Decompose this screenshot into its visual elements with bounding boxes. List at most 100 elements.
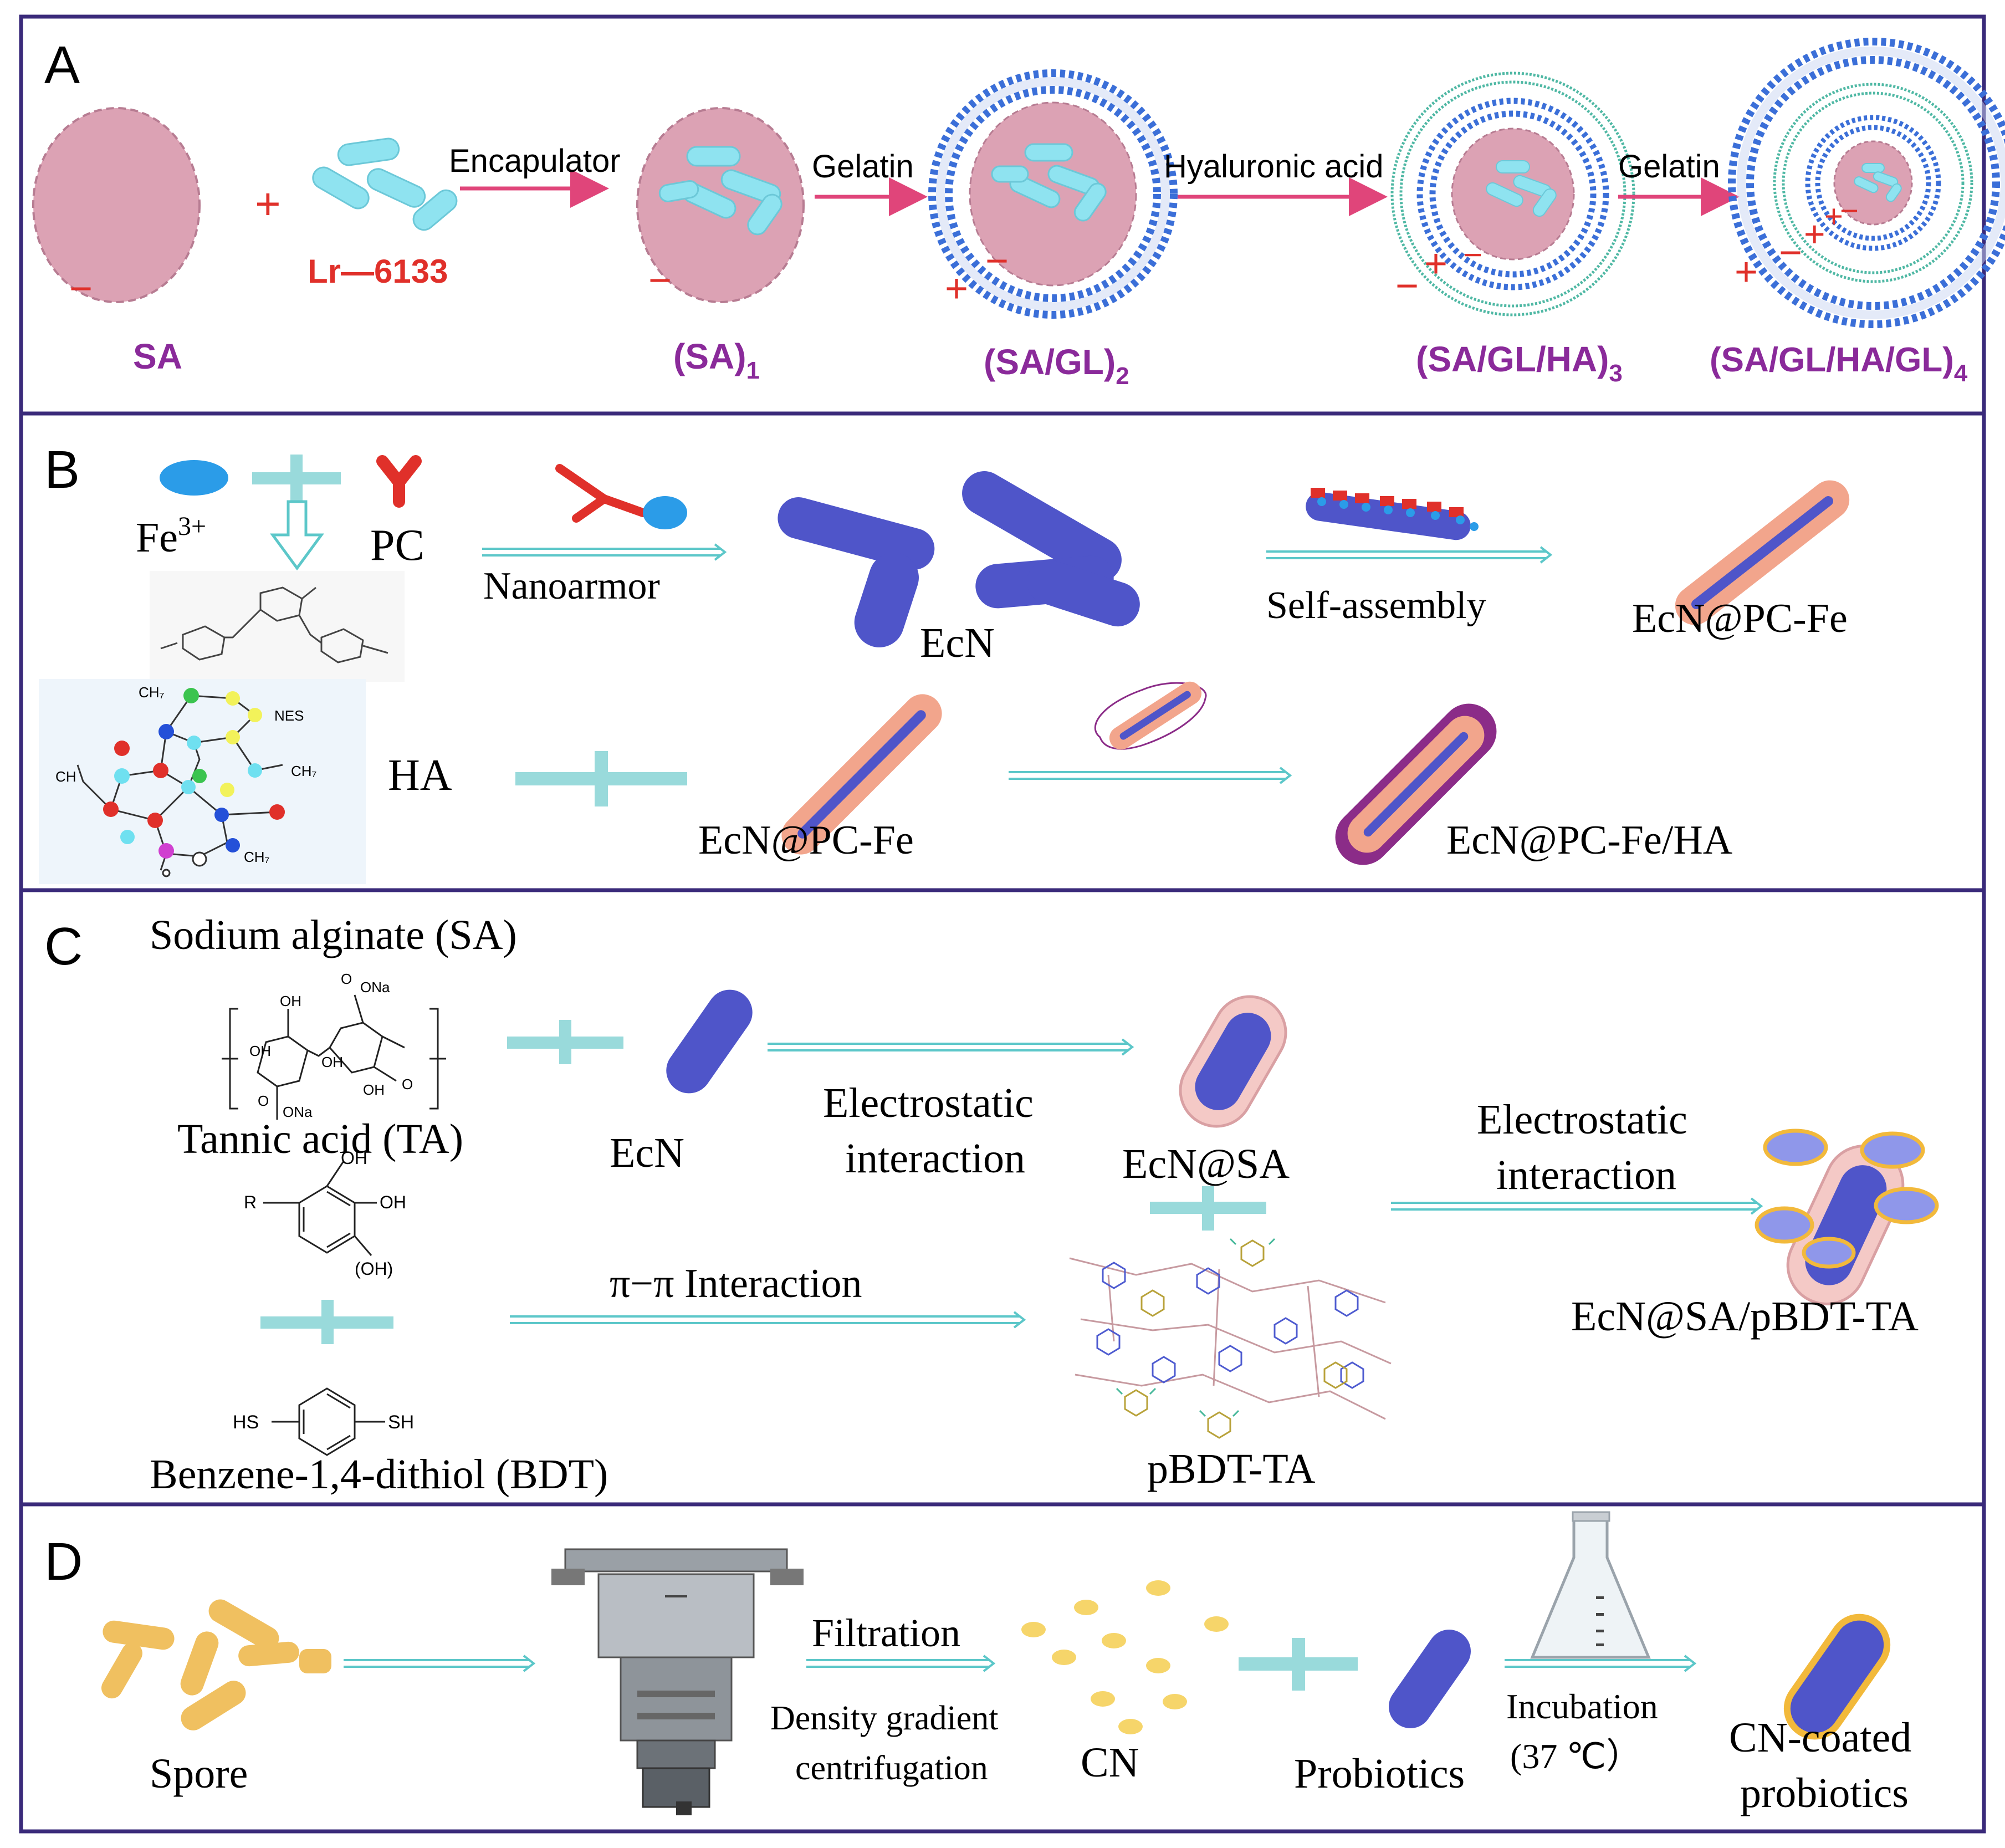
sagl2-label: (SA/GL)2: [984, 342, 1129, 390]
plus-sign-d: [1239, 1638, 1358, 1691]
saglhagl4-charge-plus-outer: +: [1735, 250, 1758, 294]
sagl2-charge-minus: −: [985, 239, 1009, 283]
pbdt-ta-network: [1069, 1238, 1392, 1439]
nanoarmor-fe-dot: [643, 496, 687, 529]
ha-coating-icon: [1094, 681, 1207, 750]
gelatin-label-2: Gelatin: [1618, 149, 1720, 185]
pi-pi-arrow: [510, 1311, 1026, 1329]
panel-d: D Spore: [44, 1511, 1911, 1816]
plus-sign-c2: [1150, 1186, 1266, 1231]
fe-pc-down-arrow: [270, 500, 324, 571]
cn-coated-line1: CN-coated: [1729, 1714, 1911, 1761]
cn-coated-probiotic: [1783, 1614, 1891, 1740]
bdt-chem-hs: HS: [233, 1412, 259, 1433]
sa-label: SA: [133, 336, 182, 376]
fe-pc-complex-structure: [150, 571, 405, 682]
pi-pi-label: π−π Interaction: [610, 1261, 862, 1306]
probiotics-label: Probiotics: [1294, 1750, 1465, 1797]
fe-label: Fe3+: [136, 512, 206, 561]
incubation-line1: Incubation: [1506, 1687, 1658, 1726]
ha-mol-ch: CH: [55, 768, 76, 785]
sa-chem-ona-1: ONa: [360, 979, 390, 996]
ta-chem-oh-2: OH: [380, 1192, 406, 1212]
incubation-line2: (37 ℃）: [1510, 1737, 1641, 1776]
sa-charge-minus: −: [69, 267, 93, 311]
sa-chem-o-2: O: [402, 1076, 413, 1093]
fe3-ion: [160, 460, 228, 496]
panel-b-letter: B: [44, 440, 80, 499]
sa-chem-o-3: O: [258, 1093, 269, 1109]
electrostatic-1-line2: interaction: [845, 1135, 1025, 1182]
plus-sign-b2: [515, 751, 687, 806]
ha-mol-ch3-top: CH₇: [139, 684, 165, 701]
spores: [101, 1599, 331, 1730]
ecn-pc-fe-label-bottom: EcN@PC-Fe: [698, 818, 914, 863]
ecn-label-b: EcN: [920, 620, 995, 666]
ta-chem-oh-1: OH: [341, 1148, 367, 1168]
ta-chem-r: R: [244, 1192, 257, 1212]
pc-label: PC: [370, 521, 424, 570]
saglha3-label: (SA/GL/HA)3: [1416, 339, 1623, 387]
gelatin-label-1: Gelatin: [812, 149, 914, 185]
panel-c-letter: C: [44, 917, 83, 976]
electrostatic-2-line1: Electrostatic: [1477, 1096, 1687, 1143]
electrostatic-arrow-1: [768, 1038, 1134, 1056]
saglhagl4-charge-minus-1: −: [1779, 231, 1802, 275]
panel-c-frame: [19, 888, 1986, 1507]
bdt-label: Benzene-1,4-dithiol (BDT): [150, 1451, 608, 1498]
cn-particles: [1021, 1580, 1229, 1734]
saglha3-particle: [1390, 72, 1635, 316]
lr-6133-bacteria: [312, 137, 458, 231]
ecn-pc-fe-ha-rod: [1335, 703, 1497, 865]
nanoarmor-binding-icon: [555, 464, 647, 523]
panel-d-letter: D: [44, 1532, 83, 1591]
ecn-pc-fe-rod-top: [1675, 480, 1850, 625]
tannic-acid-structure: [263, 1161, 377, 1256]
saglhagl4-charge-plus-inner-1: +: [1804, 213, 1825, 254]
self-assembly-label: Self-assembly: [1266, 584, 1486, 627]
sa-title: Sodium alginate (SA): [150, 912, 517, 958]
electrostatic-1-line1: Electrostatic: [823, 1080, 1034, 1126]
ecn-rods: [778, 471, 1140, 647]
sa-chem-oh-1: OH: [280, 993, 301, 1009]
ecn-sa-label: EcN@SA: [1122, 1141, 1290, 1187]
sa-chem-o-1: O: [341, 971, 352, 987]
saglha3-charge-minus-inner: −: [1463, 236, 1482, 273]
sa-chem-oh-4: OH: [363, 1081, 385, 1098]
sa-chem-oh-3: OH: [321, 1054, 343, 1070]
sagl2-particle: [928, 69, 1178, 319]
ecn-pc-fe-rod-bottom: [781, 694, 942, 855]
plus-sign-c3: [260, 1300, 393, 1344]
saglhagl4-charge-plus-inner-2: +: [1824, 198, 1843, 234]
ha-mol-ch3-bottom: CH₇: [244, 849, 270, 865]
ta-label: Tannic acid (TA): [177, 1116, 463, 1162]
ecn-sa-pbdt-ta-particle: [1755, 1129, 1939, 1306]
sagl2-charge-plus: +: [945, 267, 968, 311]
nanoarmor-arrow: [482, 543, 727, 561]
saglhagl4-particle: [1728, 38, 2005, 328]
saglhagl4-charge-minus-2: −: [1840, 193, 1859, 229]
panel-c: C Sodium alginate (SA) OH ONa O OH OH OH…: [44, 912, 1939, 1498]
sa-chem-oh-2: OH: [249, 1043, 271, 1059]
sodium-alginate-structure: [222, 994, 446, 1120]
ecn-sa-rod: [1179, 995, 1287, 1128]
cn-label: CN: [1081, 1739, 1139, 1786]
incubation-arrow: [1505, 1655, 1697, 1672]
ecn-pc-fe-label-top: EcN@PC-Fe: [1632, 596, 1848, 641]
ecn-label-c: EcN: [610, 1130, 684, 1176]
plus-sign-b1: [252, 455, 341, 502]
sa-sphere: [32, 107, 201, 303]
ha-coating-arrow: [1009, 767, 1292, 784]
panel-a: A − SA + Lr—6133 Encapulator − (SA)1: [32, 35, 2005, 390]
plus-sign-a: +: [255, 179, 281, 228]
encapsulator-label: Encapulator: [449, 143, 621, 179]
pbdt-ta-label: pBDT-TA: [1147, 1446, 1316, 1492]
hyaluronic-acid-label: Hyaluronic acid: [1164, 149, 1384, 185]
homogenizer-machine: [551, 1548, 804, 1815]
cn-coated-line2: probiotics: [1740, 1770, 1909, 1816]
self-assembly-arrow: [1266, 546, 1553, 564]
density-gradient-line2: centrifugation: [795, 1749, 988, 1787]
probiotic-rod: [1389, 1630, 1471, 1728]
panel-a-letter: A: [44, 35, 80, 95]
bdt-structure: [272, 1387, 385, 1456]
